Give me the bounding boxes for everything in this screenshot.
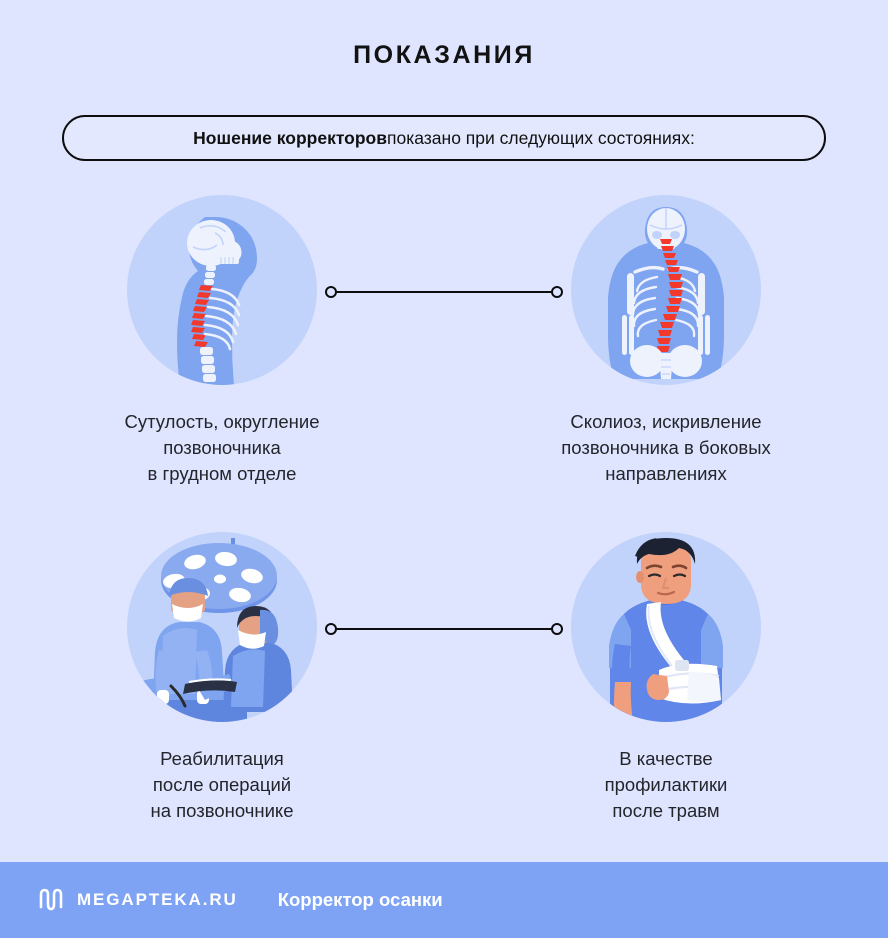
brand-name: MEGAPTEKA.RU	[77, 890, 238, 909]
megapteka-m-logo-icon	[38, 887, 64, 913]
subtitle-pill: Ношение корректоров показано при следующ…	[62, 115, 826, 161]
connector-knob-right	[551, 286, 563, 298]
section-label: Корректор осанки	[277, 889, 443, 910]
indication-item-stoop: Сутулость, округление позвоночника в гру…	[0, 190, 444, 487]
connector-bar	[336, 290, 552, 294]
connector-knob-right	[551, 623, 563, 635]
indications-grid: Сутулость, округление позвоночника в гру…	[0, 190, 888, 864]
indication-caption: В качестве профилактики после травм	[604, 748, 728, 821]
row-connector	[325, 621, 563, 637]
indication-item-scoliosis: Сколиоз, искривление позвоночника в боко…	[444, 190, 888, 487]
surgery-operation-icon	[127, 532, 317, 722]
subtitle-strong: Ношение корректоров	[193, 127, 387, 148]
row-connector	[325, 284, 563, 300]
indication-caption: Реабилитация после операций на позвоночн…	[150, 748, 294, 821]
indications-row-2: Реабилитация после операций на позвоночн…	[0, 527, 888, 864]
footer-bar: MEGAPTEKA.RU Корректор осанки	[0, 862, 888, 938]
page-title: ПОКАЗАНИЯ	[353, 41, 535, 69]
subtitle-rest: показано при следующих состояниях:	[387, 127, 695, 148]
indication-item-prevention: В качестве профилактики после травм	[444, 527, 888, 824]
connector-bar	[336, 627, 552, 631]
indication-item-rehabilitation: Реабилитация после операций на позвоночн…	[0, 527, 444, 824]
indications-row-1: Сутулость, округление позвоночника в гру…	[0, 190, 888, 527]
indication-caption: Сутулость, округление позвоночника в гру…	[124, 411, 320, 484]
arm-sling-patient-icon	[571, 532, 761, 722]
spine-side-view-icon	[127, 195, 317, 385]
indication-caption: Сколиоз, искривление позвоночника в боко…	[561, 411, 771, 484]
spine-front-view-icon	[571, 195, 761, 385]
